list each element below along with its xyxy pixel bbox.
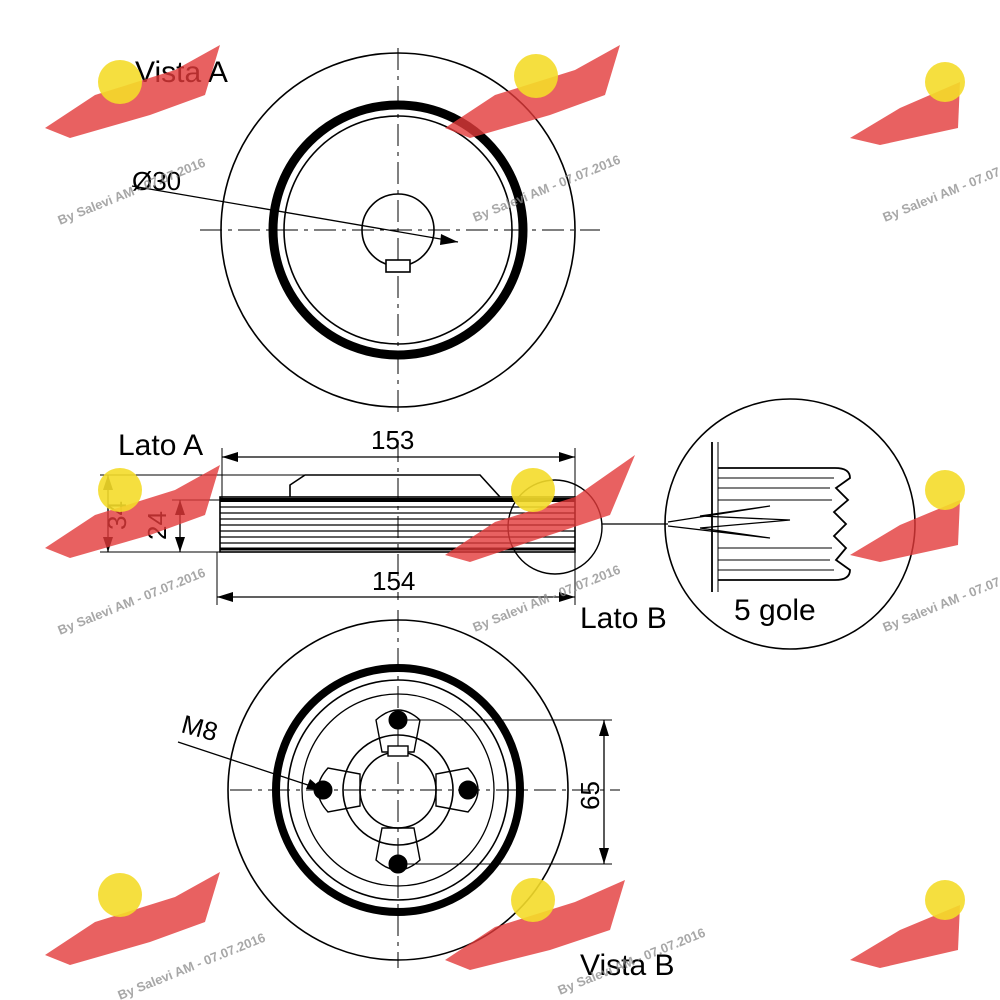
watermark-logo	[445, 45, 620, 138]
watermark-logos	[45, 45, 965, 970]
grooves-label: 5 gole	[734, 594, 816, 627]
watermark-text: By Salevi AM - 07.07.2016	[56, 565, 208, 638]
vista-a-outer-rim	[220, 52, 576, 408]
vista-a-belt-ring	[268, 100, 528, 360]
watermark-logo	[850, 62, 965, 145]
bore-diameter-label: Ø30	[132, 166, 181, 196]
bolt-spacing-label: 65	[575, 781, 605, 810]
width-153-label: 153	[371, 425, 414, 455]
watermark-logo	[45, 872, 220, 965]
watermark-text: By Salevi AM - 07.07.2016	[881, 562, 1000, 635]
watermark-logo	[45, 45, 220, 138]
lato-a-label: Lato A	[118, 429, 203, 462]
watermark-texts: By Salevi AM - 07.07.2016 By Salevi AM -…	[56, 152, 1000, 1000]
bolt-m8-label: M8	[178, 709, 221, 747]
vista-b-label: Vista B	[580, 949, 675, 982]
vista-b-outer-rim	[227, 619, 569, 961]
watermark-logo	[445, 455, 635, 562]
vista-b-view	[177, 610, 620, 968]
watermark-text: By Salevi AM - 07.07.2016	[881, 152, 1000, 225]
lato-b-label: Lato B	[580, 602, 667, 635]
width-154-label: 154	[372, 566, 415, 596]
vista-a-keyway	[385, 259, 411, 273]
vista-b-belt-ring	[272, 664, 524, 916]
watermark-logo	[850, 880, 965, 968]
watermark-logo	[850, 470, 965, 562]
watermark-logo	[45, 465, 220, 558]
bolt-hole-right	[458, 780, 478, 800]
watermark-logo	[445, 878, 625, 970]
vista-a-view	[131, 48, 600, 415]
vista-b-hub-outer	[342, 734, 454, 846]
watermark-text: By Salevi AM - 07.07.2016	[471, 152, 623, 225]
bore-leader	[131, 185, 459, 243]
